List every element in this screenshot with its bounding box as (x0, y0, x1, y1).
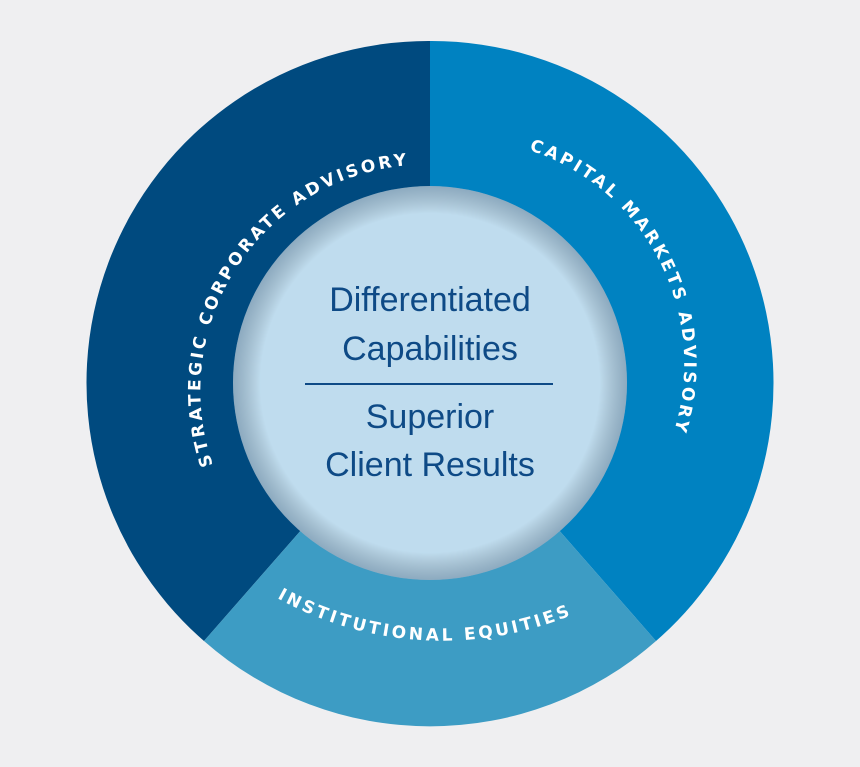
center-top-line-1: Differentiated (329, 281, 531, 319)
center-bottom-line-1: Superior (366, 398, 495, 436)
center-bottom-line-2: Client Results (325, 446, 535, 484)
center-top-line-2: Capabilities (342, 330, 518, 368)
